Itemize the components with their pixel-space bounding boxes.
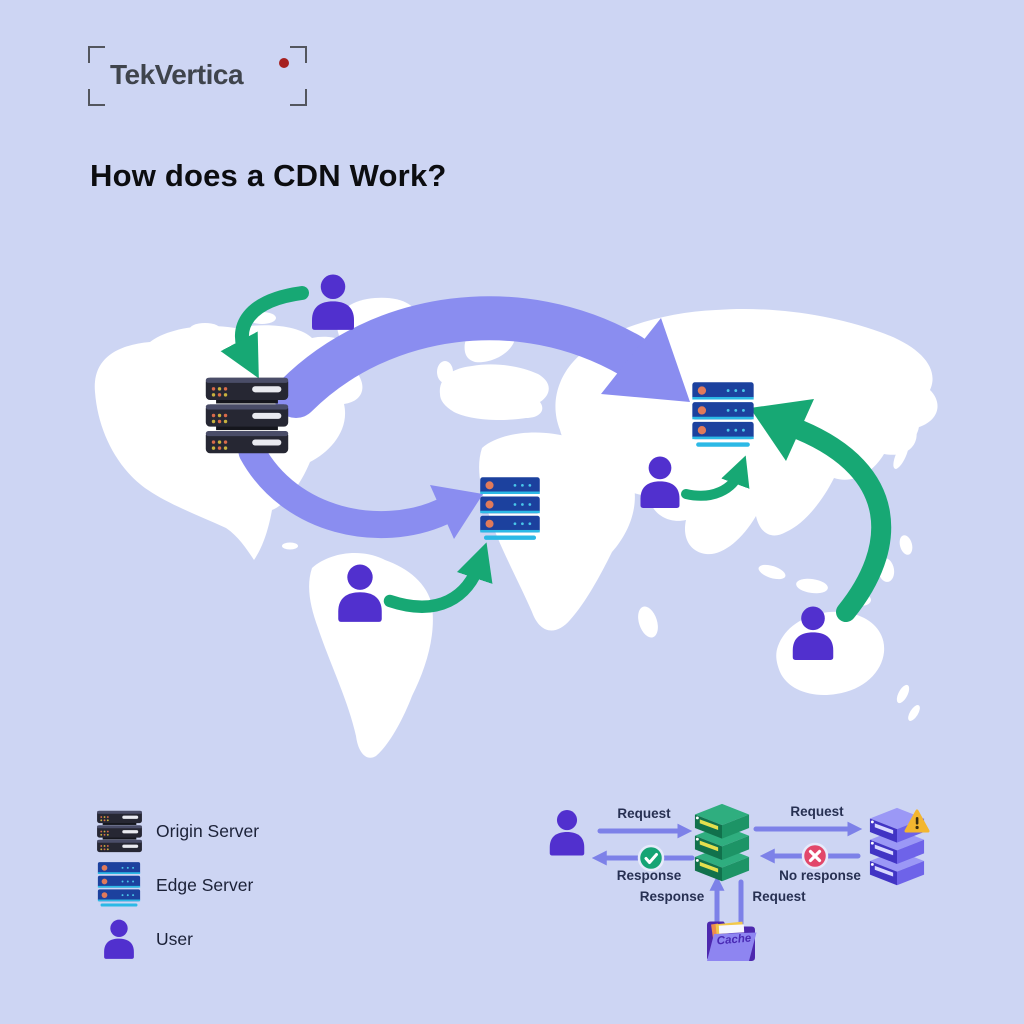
edge-server-africa bbox=[480, 477, 540, 540]
flow-edge-server-icon bbox=[694, 803, 750, 882]
logo-frame-corner bbox=[290, 89, 307, 106]
logo-frame-corner bbox=[88, 46, 105, 63]
island-southeast-asia bbox=[899, 535, 913, 555]
page-title: How does a CDN Work? bbox=[90, 158, 447, 193]
arrow-user-central-asia-to-edge-asia bbox=[681, 455, 750, 501]
island-arctic bbox=[189, 323, 221, 337]
warning-icon bbox=[904, 809, 930, 833]
flow-label-no-response: No response bbox=[779, 868, 861, 883]
user-icon bbox=[95, 918, 143, 961]
flow-label-response-user: Response bbox=[616, 868, 682, 883]
user-north-icon bbox=[312, 274, 354, 330]
continent-south-america bbox=[309, 553, 433, 758]
edge-server-icon bbox=[95, 861, 143, 909]
brand-dot-icon bbox=[279, 58, 289, 68]
success-check-icon bbox=[637, 844, 665, 872]
island-japan bbox=[893, 441, 909, 469]
logo-frame-corner bbox=[88, 89, 105, 106]
error-x-icon bbox=[801, 842, 829, 870]
island-madagascar bbox=[638, 606, 658, 638]
logo-frame-corner bbox=[290, 46, 307, 63]
island-new-zealand bbox=[896, 684, 910, 704]
legend: Origin Server Edge Server User bbox=[95, 804, 315, 966]
arrow-origin-to-edge-asia bbox=[274, 296, 690, 418]
legend-label: Edge Server bbox=[156, 874, 254, 895]
legend-label: User bbox=[156, 928, 193, 949]
legend-item-user: User bbox=[95, 912, 315, 966]
island-southeast-asia bbox=[758, 564, 786, 580]
island-caribbean bbox=[282, 542, 298, 550]
origin-server-icon bbox=[95, 810, 143, 853]
flow-user-icon bbox=[549, 810, 585, 856]
legend-item-edge-server: Edge Server bbox=[95, 858, 315, 912]
arrow-origin-to-edge-africa bbox=[238, 438, 483, 539]
edge-server-asia bbox=[692, 382, 754, 447]
island-southeast-asia bbox=[796, 578, 828, 594]
arrow-user-north-to-origin bbox=[220, 286, 309, 379]
brand-logo: TekVertica bbox=[88, 46, 307, 106]
map-arrows bbox=[220, 286, 892, 622]
flow-label-request-origin: Request bbox=[790, 804, 844, 819]
flow-label-request-cache: Request bbox=[752, 889, 806, 904]
island-japan bbox=[908, 420, 920, 440]
origin-server-north-america bbox=[205, 377, 289, 454]
arrow-user-south-america-to-edge-africa bbox=[383, 542, 493, 613]
island-new-zealand bbox=[908, 705, 920, 721]
flow-label-response-cache: Response bbox=[639, 889, 705, 904]
continent-europe bbox=[439, 364, 549, 420]
arrow-user-australia-to-edge-asia bbox=[750, 399, 892, 622]
legend-label: Origin Server bbox=[156, 820, 260, 841]
legend-item-origin-server: Origin Server bbox=[95, 804, 315, 858]
flow-label-request-user: Request bbox=[617, 806, 671, 821]
cdn-flow-diagram bbox=[549, 803, 930, 961]
brand-logo-text: TekVertica bbox=[110, 59, 244, 90]
